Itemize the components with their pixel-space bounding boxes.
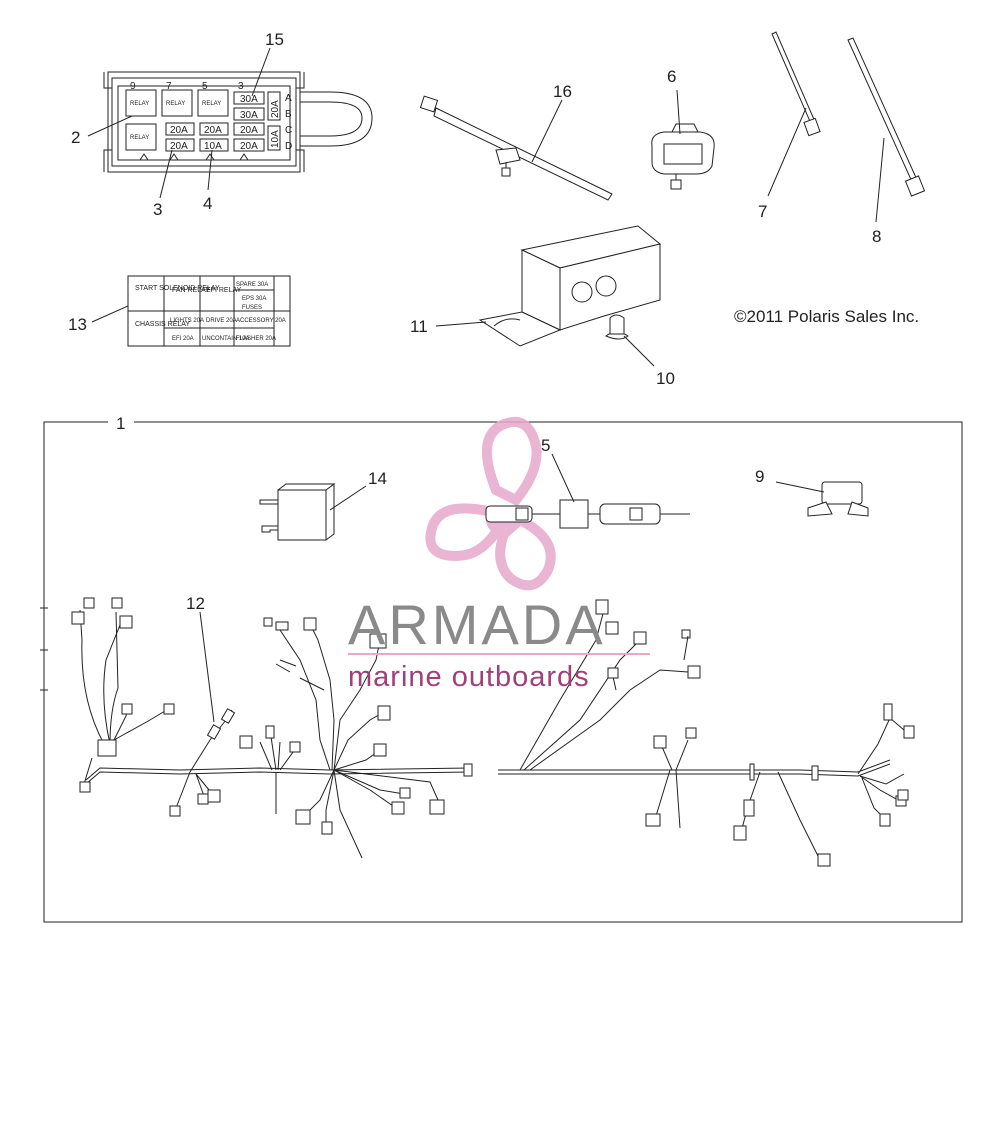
label-cell-spare: SPARE 30A [236, 282, 268, 288]
relay-slot-1 [125, 89, 157, 117]
fuse-box-number-3: 3 [238, 81, 244, 92]
callout-14: 14 [368, 469, 387, 488]
label-cell-drive: DRIVE 20A [206, 318, 237, 324]
relay-slot-2 [161, 89, 193, 117]
callout-1: 1 [116, 414, 125, 433]
label-cell-chassis-relay: CHASSIS RELAY [135, 321, 190, 328]
fuse-box-number-5: 5 [202, 81, 208, 92]
callout-9: 9 [755, 467, 764, 486]
relay-slot-3 [197, 89, 229, 117]
relay-slot-4 [125, 123, 157, 151]
callout-11: 11 [410, 317, 428, 336]
label-cell-efi-relay: EFI RELAY [206, 287, 242, 294]
fuse-20a-vertical: 20A [270, 100, 281, 118]
callout-8: 8 [872, 227, 881, 246]
label-cell-efi-fuse: EFI 20A [172, 336, 194, 342]
callout-12: 12 [186, 594, 205, 613]
relay-slot-2-label: RELAY [166, 101, 185, 107]
fuse-20a-d3: 20A [240, 141, 258, 152]
label-cell-lights: LIGHTS 20A [170, 318, 204, 324]
zip-tie-short [771, 31, 821, 137]
fuse-20a-c3: 20A [240, 125, 258, 136]
fuse-box-number-7: 7 [166, 81, 172, 92]
callout-3: 3 [153, 200, 162, 219]
fuse-20a-c2: 20A [204, 125, 222, 136]
callout-16: 16 [553, 82, 572, 101]
armada-propeller-logo [425, 417, 556, 591]
fuse-20a-d1: 20A [170, 141, 188, 152]
fuse-30a-top: 30A [240, 94, 258, 105]
callout-7: 7 [758, 202, 767, 221]
fuse-30a-second: 30A [240, 110, 258, 121]
wire-harness-right [498, 599, 915, 867]
label-cell-flasher: FLASHER 20A [236, 336, 276, 342]
fuse-row-c: C [285, 125, 292, 136]
relay [259, 483, 336, 541]
callout-10: 10 [656, 369, 675, 388]
fuse-row-d: D [285, 141, 292, 152]
fuse-10a-vertical: 10A [270, 130, 281, 148]
push-rivet [605, 314, 629, 340]
copyright-notice: ©2011 Polaris Sales Inc. [734, 307, 919, 326]
fuse-box: 9 7 5 3 RELAY RELAY RELAY RELAY 30A 30A … [103, 71, 373, 173]
fuse-10a-d2: 10A [204, 141, 222, 152]
inline-fuse-holder [485, 499, 690, 529]
fuse-20a-c1: 20A [170, 125, 188, 136]
callout-5: 5 [541, 436, 550, 455]
zip-tie-long [847, 37, 926, 197]
wire-harness-left [71, 597, 473, 859]
label-cell-accessory: ACCESSORY 20A [236, 318, 286, 324]
watermark-tagline: marine outboards [348, 661, 590, 693]
label-cell-eps: EPS 30A [242, 296, 266, 302]
callout-4: 4 [203, 194, 212, 213]
relay-slot-4-label: RELAY [130, 135, 149, 141]
label-cell-fan-relay: FAN RELAY [172, 287, 210, 294]
callout-15: 15 [265, 30, 284, 49]
fuse-row-a: A [285, 93, 292, 104]
callout-2: 2 [71, 128, 80, 147]
fuse-row-b: B [285, 109, 292, 120]
fuse-label-card: START SOLENOID RELAY FAN RELAY EFI RELAY… [127, 275, 291, 347]
circuit-breaker [807, 481, 869, 517]
relay-slot-1-label: RELAY [130, 101, 149, 107]
label-cell-fuses: FUSES [242, 305, 262, 311]
watermark-brand: ARMADA [348, 593, 606, 656]
relay-slot-3-label: RELAY [202, 101, 221, 107]
fuse-box-number-9: 9 [130, 81, 136, 92]
label-cell-uncontain: UNCONTAIN 10A [202, 336, 250, 342]
cable-tie-with-clip [419, 95, 613, 201]
mounting-bracket [478, 225, 662, 347]
callout-13: 13 [68, 315, 87, 334]
connector-clip [651, 123, 715, 190]
callout-6: 6 [667, 67, 676, 86]
label-cell-start-solenoid: START SOLENOID RELAY [135, 285, 220, 292]
